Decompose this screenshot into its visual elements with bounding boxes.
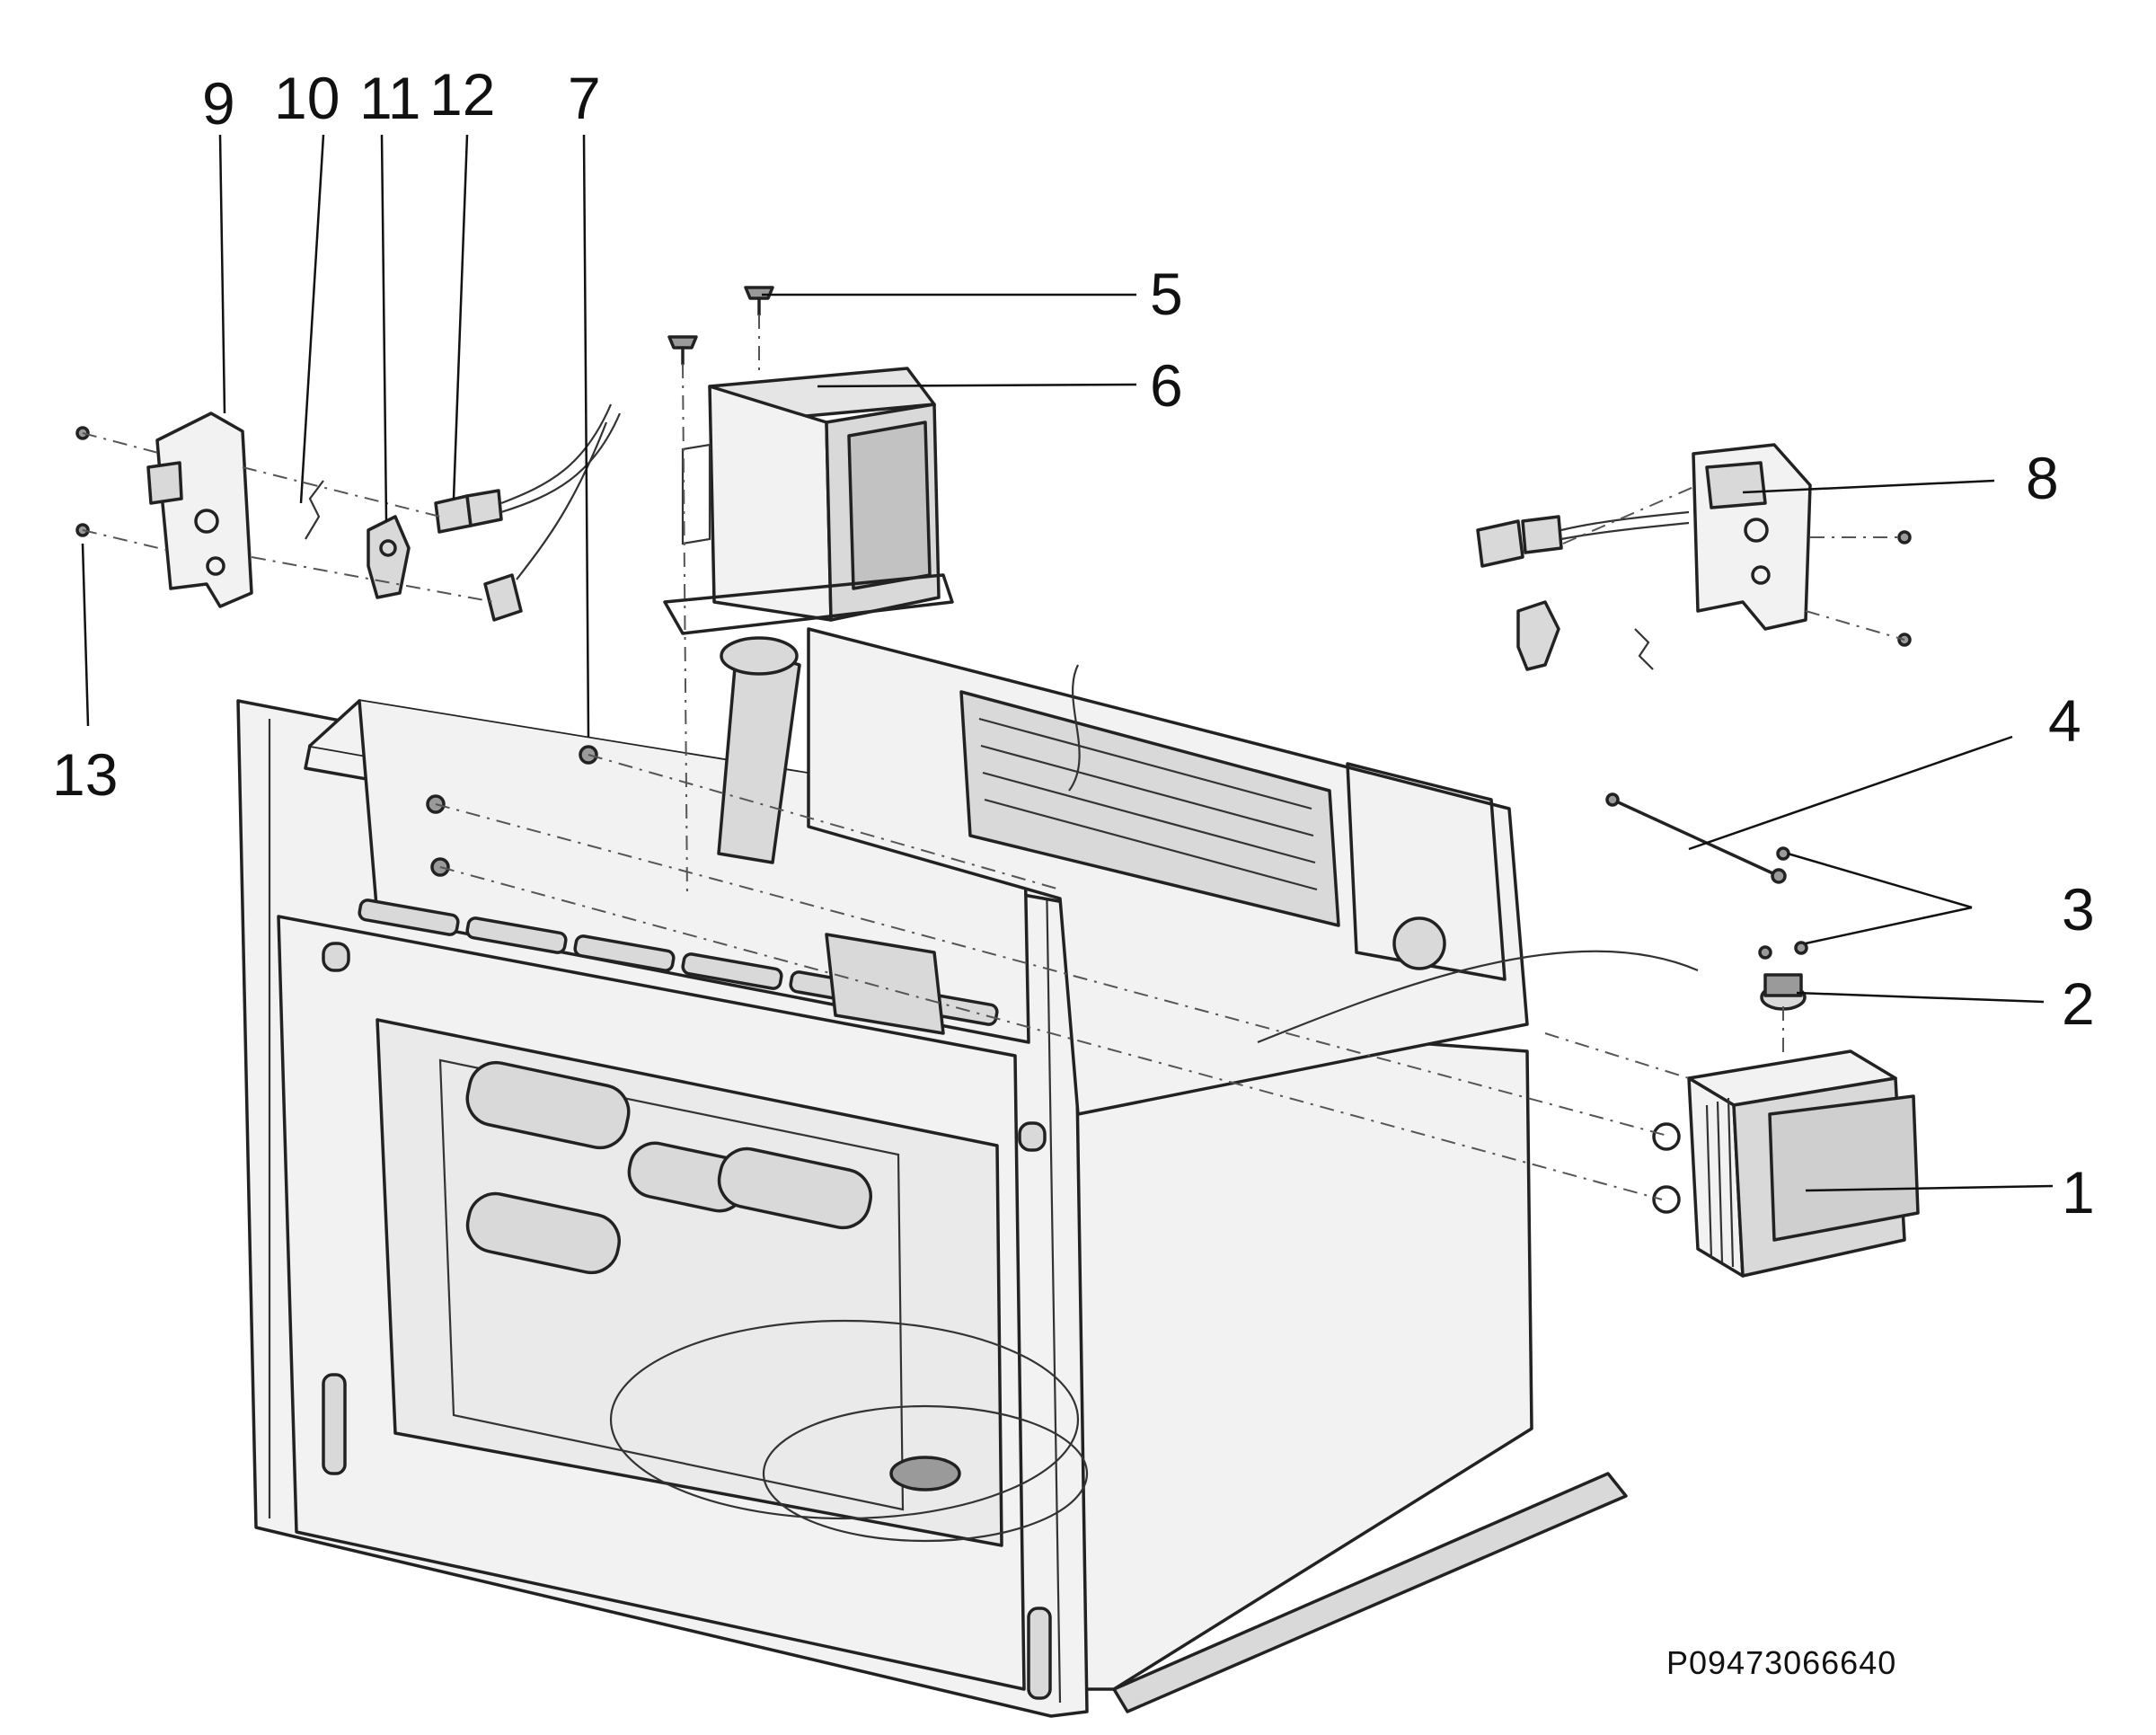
transformer (663, 367, 954, 635)
callout-8: 8 (2026, 445, 2059, 511)
screws-3 (1758, 846, 1808, 960)
magnetron (1652, 1049, 1920, 1278)
callout-10: 10 (274, 65, 340, 131)
sensor-rod (1605, 792, 1787, 884)
callout-3: 3 (2062, 876, 2095, 943)
callout-13: 13 (52, 741, 118, 808)
callout-6: 6 (1150, 352, 1183, 419)
spring (305, 480, 324, 540)
wiring-harness (434, 403, 622, 622)
interlock-switch-right (1476, 443, 1912, 671)
assembly-axes (82, 314, 1905, 1200)
callout-7: 7 (568, 65, 601, 131)
screws-13 (75, 426, 90, 537)
callout-4: 4 (2048, 687, 2081, 754)
callout-11: 11 (359, 65, 421, 131)
leader-lines (81, 134, 2054, 1192)
interlock-switch-left (146, 412, 253, 608)
screw-5 (667, 286, 774, 366)
callout-12: 12 (429, 61, 495, 128)
callout-5: 5 (1150, 261, 1183, 327)
callout-9: 9 (202, 70, 235, 137)
callout-2: 2 (2062, 970, 2095, 1037)
control-panel-frame (304, 627, 1699, 1116)
document-id: P09473066640 (1666, 1644, 1896, 1681)
callout-labels: 1 2 3 4 5 6 7 8 9 10 11 12 13 (52, 61, 2095, 1226)
latch (367, 515, 411, 599)
callout-1: 1 (2062, 1159, 2095, 1226)
